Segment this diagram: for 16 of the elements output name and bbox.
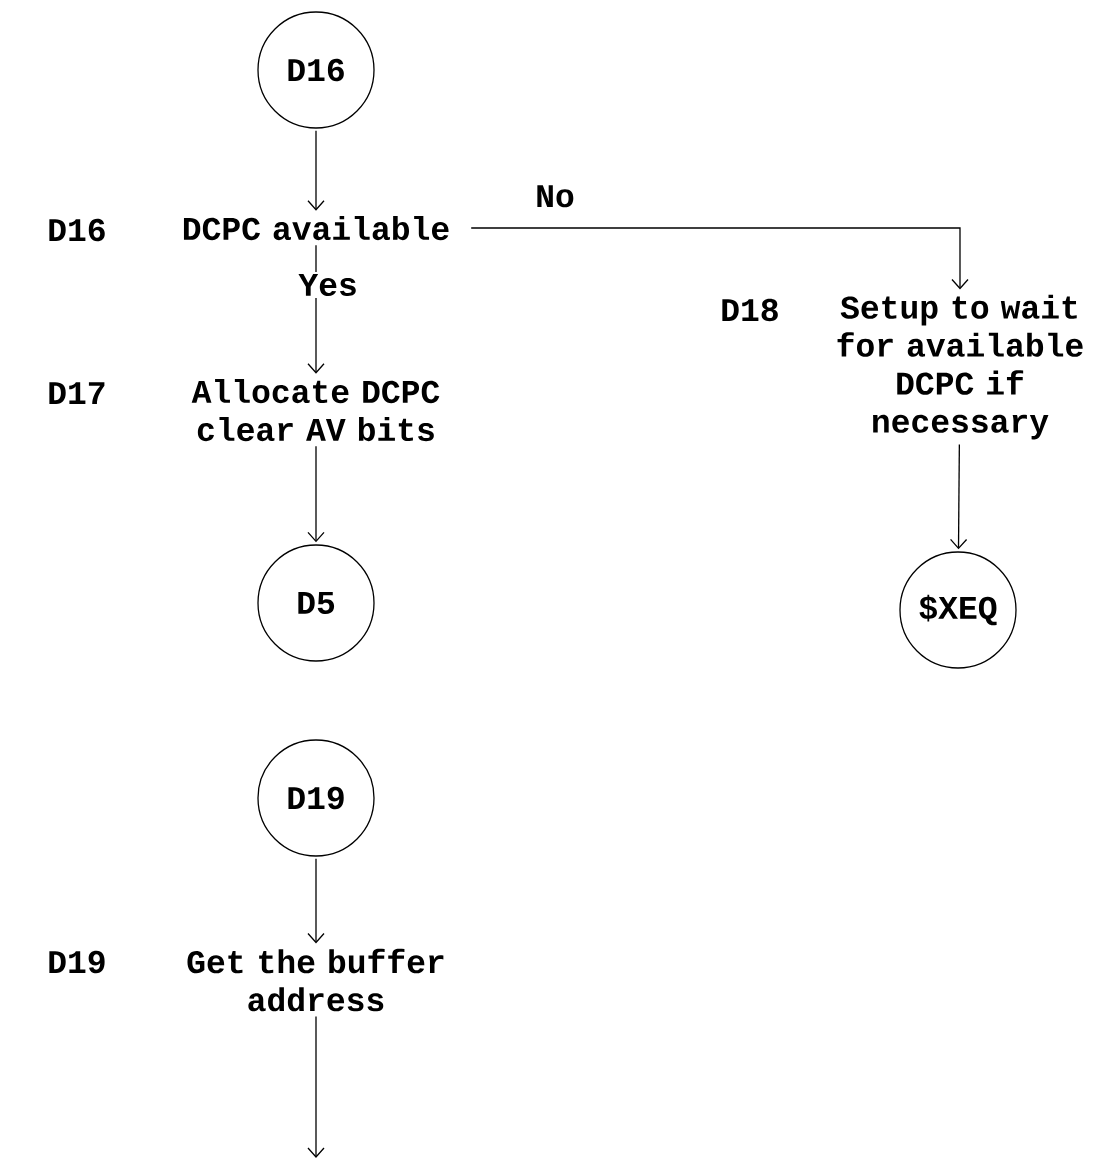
arrow	[307, 130, 325, 211]
step-number: D19	[49, 950, 105, 974]
step-text: Get the buffer address	[187, 948, 444, 1012]
arrow	[307, 858, 325, 944]
step-text: Setup to wait for available DCPC if necessary	[837, 294, 1083, 440]
arrow	[470, 227, 969, 290]
step-number: D18	[722, 298, 778, 322]
step-text: Allocate DCPC clear AV bits	[191, 378, 440, 442]
step-text: DCPC available	[183, 215, 449, 241]
arrow	[307, 1015, 325, 1158]
step-number: D17	[49, 382, 105, 404]
arrow	[949, 443, 968, 550]
step-number: D16	[49, 218, 105, 242]
edge-label: Yes	[296, 272, 360, 299]
edge-label: No	[533, 183, 577, 210]
arrow	[307, 445, 325, 543]
